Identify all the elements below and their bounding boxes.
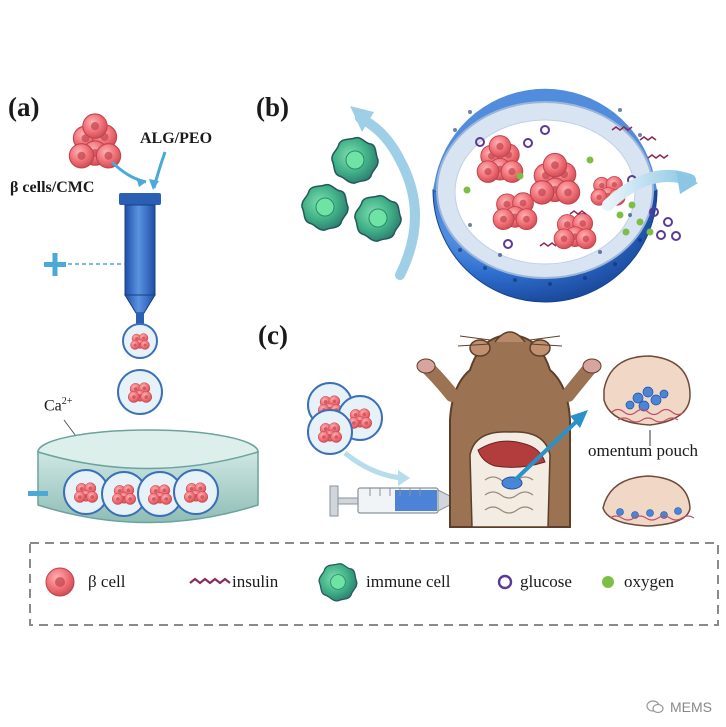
immune-cell-icon — [319, 564, 357, 601]
capsule-cross-section — [432, 88, 658, 303]
omentum-pouch-label: omentum pouch — [588, 441, 699, 460]
chat-bubble-icon — [646, 700, 664, 714]
falling-capsule — [118, 370, 162, 414]
beta-cell-icon — [45, 567, 75, 597]
panel-c-illustration — [308, 331, 695, 528]
watermark: MEMS — [646, 699, 712, 715]
alg-peo-label: ALG/PEO — [140, 130, 213, 147]
omentum-pouch-top — [603, 355, 691, 426]
minus-sign: − — [10, 480, 11, 481]
legend-label-insulin: insulin — [232, 572, 279, 591]
legend-box — [29, 542, 719, 626]
calcium-bath-dish — [37, 429, 259, 524]
panel-label-b: (b) — [256, 92, 289, 122]
legend-label-oxygen: oxygen — [624, 572, 675, 591]
released-oxygen — [616, 201, 654, 236]
plus-sign: + — [58, 232, 59, 233]
watermark-text: MEMS — [670, 699, 712, 715]
legend-label-glucose: glucose — [520, 572, 572, 591]
beta-cell-cluster — [69, 113, 120, 168]
oxygen-icon — [602, 576, 614, 588]
panel-a-illustration — [28, 113, 259, 524]
omentum-pouch-bottom — [602, 475, 695, 527]
panel-label-a: (a) — [8, 92, 40, 122]
capsule-group — [308, 383, 382, 454]
mouse-illustration — [416, 331, 602, 528]
insulin-icon — [189, 577, 231, 585]
panel-label-c: (c) — [258, 320, 288, 350]
beta-cells-cmc-label: β cells/CMC — [10, 179, 95, 196]
electrospray-syringe — [119, 193, 161, 325]
released-insulin — [611, 126, 669, 159]
calcium-ion-label: Ca2+ — [44, 396, 73, 415]
arrow-beta-to-syringe — [110, 160, 147, 184]
forming-droplet — [122, 323, 158, 359]
legend-label-beta-cell: β cell — [88, 572, 126, 591]
panel-b-illustration — [302, 88, 698, 303]
negative-electrode-mark — [28, 491, 48, 496]
released-glucose — [649, 207, 681, 241]
immune-cell-group — [302, 138, 401, 241]
glucose-icon — [497, 574, 513, 590]
repel-arrow — [355, 113, 420, 280]
legend-label-immune-cell: immune cell — [366, 572, 451, 591]
